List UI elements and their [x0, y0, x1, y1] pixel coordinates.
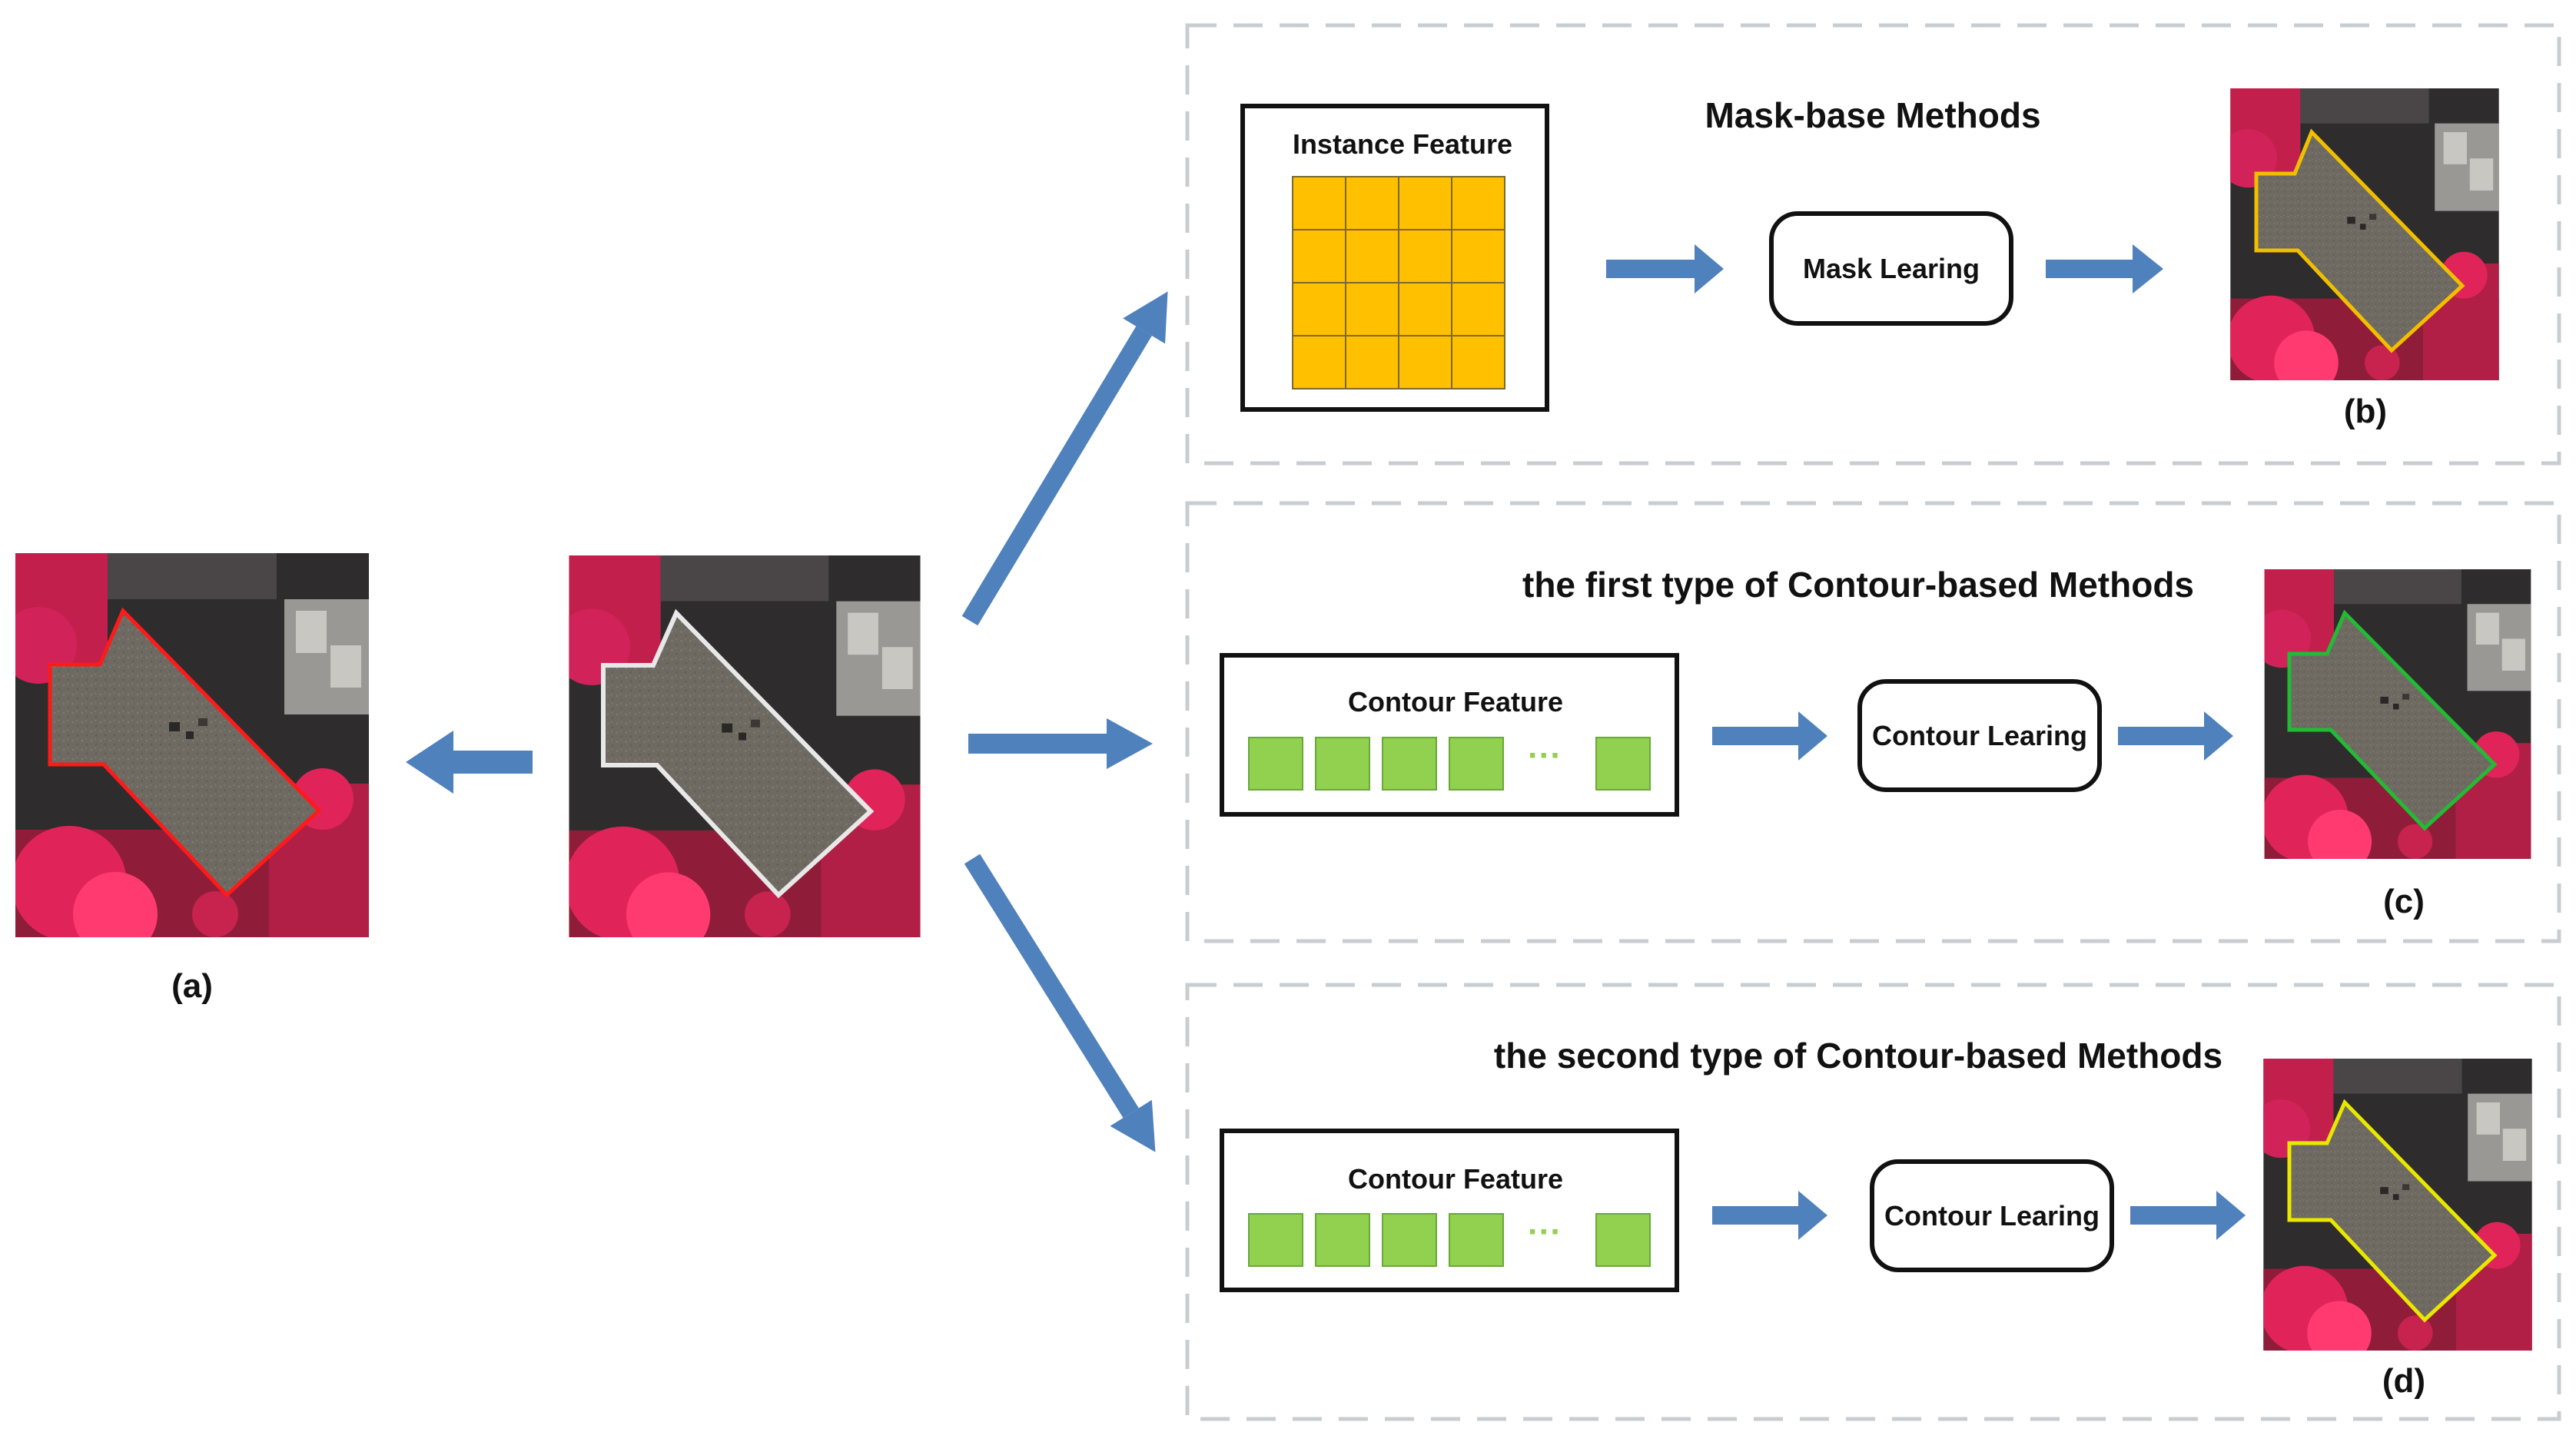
contour-learning-box-second — [1870, 1159, 2114, 1272]
arrow-mask-learning-to-result — [2046, 244, 2163, 293]
instance-feature-cell — [1451, 176, 1505, 230]
arrow-to-contour-first-panel — [968, 718, 1153, 769]
panel-frame-contour-first — [1185, 501, 2561, 943]
instance-feature-cell — [1345, 176, 1399, 230]
instance-feature-cell — [1451, 282, 1505, 336]
contour-feature-label-first: Contour Feature — [1348, 686, 1563, 718]
instance-feature-cell — [1398, 229, 1452, 283]
instance-feature-label: Instance Feature — [1293, 128, 1512, 160]
instance-feature-cell — [1292, 176, 1346, 230]
instance-feature-cell — [1292, 229, 1346, 283]
instance-feature-cell — [1345, 229, 1399, 283]
arrow-contour-learning-to-result-second — [2130, 1191, 2246, 1240]
instance-feature-grid — [1292, 176, 1505, 390]
contour-cells-second — [1248, 1213, 1651, 1267]
arrow-feature-to-mask-learning — [1606, 244, 1724, 293]
arrow-feature-to-contour-learning-first — [1712, 711, 1827, 761]
instance-feature-cell — [1345, 335, 1399, 390]
contour-ellipsis-first: ··· — [1528, 737, 1562, 774]
contour-cells-first — [1248, 737, 1651, 791]
panel-title-contour-second: the second type of Contour-based Methods — [1494, 1036, 2222, 1076]
contour-feature-label-second: Contour Feature — [1348, 1163, 1563, 1195]
contour-ellipsis-second: ··· — [1528, 1213, 1562, 1251]
arrow-source-to-a — [406, 731, 533, 794]
contour-learning-label-second: Contour Learing — [1884, 1200, 2100, 1232]
arrow-contour-learning-to-result-first — [2118, 711, 2233, 761]
mask-learning-box — [1769, 211, 2013, 326]
panel-frame-mask — [1185, 23, 2561, 466]
image-a — [0, 553, 369, 956]
arrow-feature-to-contour-learning-second — [1712, 1191, 1827, 1240]
instance-feature-cell — [1451, 335, 1505, 390]
label-b: (b) — [2344, 393, 2387, 430]
instance-feature-cell — [1398, 335, 1452, 390]
panel-title-contour-first: the first type of Contour-based Methods — [1522, 565, 2194, 605]
result-image-c — [2253, 569, 2531, 873]
instance-feature-cell — [1398, 282, 1452, 336]
panel-title-mask: Mask-base Methods — [1705, 95, 2040, 135]
arrow-to-contour-second-panel — [964, 854, 1156, 1152]
label-d: (d) — [2382, 1362, 2425, 1400]
contour-learning-box-first — [1857, 679, 2102, 792]
instance-feature-cell — [1345, 282, 1399, 336]
image-source — [554, 555, 921, 956]
mask-learning-label: Mask Learing — [1803, 253, 1980, 284]
label-c: (c) — [2383, 883, 2425, 920]
instance-feature-cell — [1451, 229, 1505, 283]
result-image-b — [2219, 88, 2499, 395]
instance-feature-cell — [1398, 176, 1452, 230]
result-image-d — [2252, 1059, 2532, 1365]
arrow-to-mask-panel — [961, 291, 1168, 626]
instance-feature-cell — [1292, 335, 1346, 390]
instance-feature-cell — [1292, 282, 1346, 336]
panel-frame-contour-second — [1185, 983, 2561, 1421]
contour-learning-label-first: Contour Learing — [1872, 720, 2087, 751]
label-a: (a) — [171, 967, 213, 1005]
